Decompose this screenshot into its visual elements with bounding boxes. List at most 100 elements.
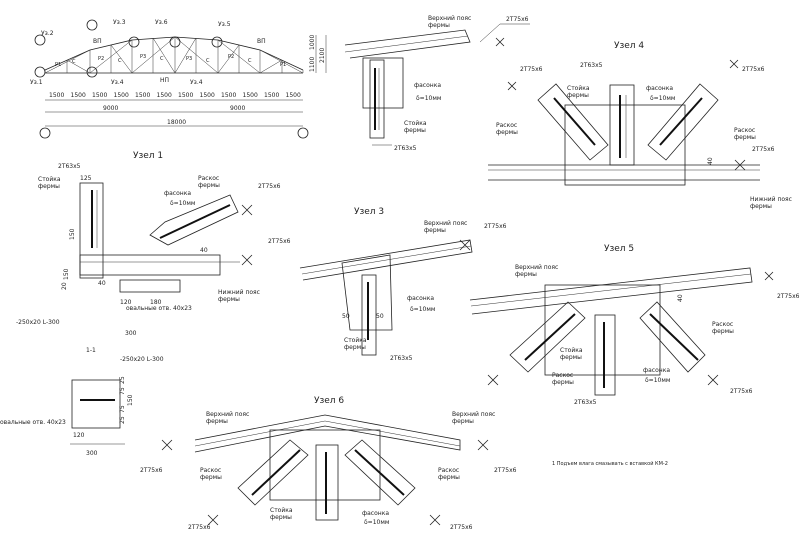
truss-label: ВП	[93, 38, 102, 45]
hole-label: овальные отв. 40х23	[126, 305, 192, 312]
weld-label: 2Т75х6	[140, 467, 163, 474]
fasonka-label: фасонка	[407, 295, 434, 302]
panel-dim: 1500	[92, 92, 107, 99]
section-1-1: 1-1 -250х20 L-300 овальные отв. 40х23 12…	[0, 347, 164, 457]
panel-dim: 1500	[114, 92, 129, 99]
height-dim: 2100	[319, 48, 326, 63]
node-title: Узел 6	[314, 396, 344, 406]
dim-label: 40	[200, 247, 208, 254]
weld-label: 2Т63х5	[390, 355, 413, 362]
member-label: С	[206, 58, 210, 64]
half-dim-right: 9000	[230, 105, 245, 112]
fasonka-label: фасонка	[164, 190, 191, 197]
support-axis-left	[39, 127, 51, 139]
truss-label: Уз.3	[113, 19, 126, 26]
dim-label: 125	[80, 175, 92, 182]
panel-dim: 1500	[286, 92, 301, 99]
member-label: Р1	[280, 62, 286, 68]
dim-label: 150	[69, 228, 76, 240]
delta-label: δ=10мм	[364, 519, 389, 526]
fasonka-label: фасонка	[414, 82, 441, 89]
panel-dim: 1500	[157, 92, 172, 99]
weld-label: 2Т75х6	[268, 238, 291, 245]
weld-label: 2Т75х6	[188, 524, 211, 531]
member-label: С	[118, 58, 122, 64]
truss-label: Уз.5	[218, 21, 231, 28]
member-label: С	[248, 58, 252, 64]
node-title: Узел 4	[614, 41, 644, 51]
dim-label: 50	[376, 313, 384, 320]
drawing-note: 1 Подъем влага смазывать с вставкой КМ-2	[552, 460, 668, 467]
panel-dim: 1500	[221, 92, 236, 99]
weld-label: 2Т63х5	[394, 145, 417, 152]
panel-dim: 1500	[243, 92, 258, 99]
member-label: Р3	[186, 56, 192, 62]
weld-label: 2Т63х5	[580, 62, 603, 69]
panel-dim: 1500	[200, 92, 215, 99]
member-label: Р2	[98, 56, 104, 62]
dim-label: 25	[119, 376, 126, 384]
dim-label: 75	[119, 387, 126, 395]
delta-label: δ=10мм	[170, 200, 195, 207]
weld-label: 2Т75х6	[752, 146, 775, 153]
truss-label: Уз.4	[190, 79, 203, 86]
hole-label: овальные отв. 40х23	[0, 419, 66, 426]
height-dim: 1100	[309, 57, 316, 72]
truss-label: НП	[160, 77, 169, 84]
member-label: Р1	[55, 62, 61, 68]
member-label: Р2	[228, 54, 234, 60]
delta-label: δ=10мм	[645, 377, 670, 384]
panel-dim: 1500	[49, 92, 64, 99]
delta-label: δ=10мм	[416, 95, 441, 102]
plate-label: -250х20 L-300	[16, 319, 60, 326]
section-title: 1-1	[86, 347, 96, 354]
member-label: С	[160, 56, 164, 62]
weld-label: 2Т75х6	[506, 16, 529, 23]
truss-label: ВП	[257, 38, 266, 45]
weld-label: 2Т63х5	[574, 399, 597, 406]
dim-label: 300	[86, 450, 98, 457]
panel-dim: 1500	[135, 92, 150, 99]
fasonka-label: фасонка	[643, 367, 670, 374]
delta-label: δ=10мм	[410, 306, 435, 313]
dim-label: 50	[342, 313, 350, 320]
weld-label: 2Т75х6	[450, 524, 473, 531]
weld-label: 2Т75х6	[494, 467, 517, 474]
member-label: С	[72, 59, 76, 65]
weld-label: 2Т75х6	[258, 183, 281, 190]
node-title: Узел 5	[604, 244, 634, 254]
dim-label: 180	[150, 299, 162, 306]
truss-label: Уз.4	[111, 79, 124, 86]
half-dim-left: 9000	[103, 105, 118, 112]
delta-label: δ=10мм	[650, 95, 675, 102]
dim-label: 20	[61, 282, 68, 290]
dim-label: 40	[677, 294, 684, 302]
dim-label: 40	[98, 280, 106, 287]
dim-label: 120	[73, 432, 85, 439]
panel-dim: 1500	[264, 92, 279, 99]
dim-label: 40	[707, 157, 714, 165]
dim-label: 75	[119, 405, 126, 413]
plate-label: -250х20 L-300	[120, 356, 164, 363]
truss-label: Уз.2	[41, 30, 54, 37]
dim-label: 25	[119, 416, 126, 424]
